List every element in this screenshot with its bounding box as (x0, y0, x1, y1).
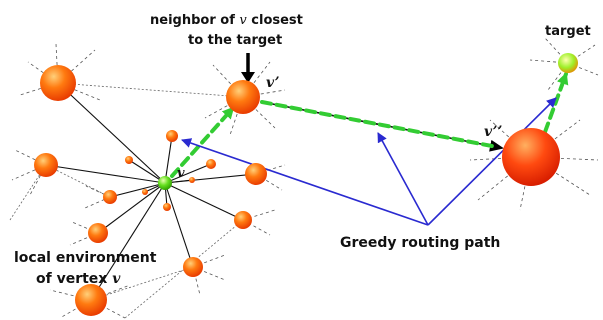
node-small-b (88, 223, 108, 243)
greedy-arrows (181, 97, 557, 226)
greedy-routing-label: Greedy routing path (340, 235, 500, 251)
node-small-a (103, 190, 117, 204)
local-env-line1: local environment (14, 250, 157, 266)
node-target (558, 53, 578, 73)
node-small-e (245, 163, 267, 185)
node-top-left (40, 65, 76, 101)
neighbor-label-line2: to the target (188, 33, 282, 48)
node-v-prime (226, 80, 260, 114)
nodes (34, 53, 578, 316)
node-small-c (183, 257, 203, 277)
node-small-i (163, 203, 171, 211)
node-v-double-prime (502, 128, 560, 186)
v-label: v (177, 166, 185, 181)
v-prime-label: v’ (266, 75, 280, 91)
node-small-g (125, 156, 133, 164)
node-small-k (189, 177, 195, 183)
neighbor-label-line1: neighbor of v closest (150, 13, 303, 28)
target-label: target (545, 24, 591, 39)
pointer-arrow (241, 53, 255, 83)
node-small-h (206, 159, 216, 169)
node-v (158, 176, 172, 190)
v-double-prime-label: v’’ (484, 124, 503, 140)
node-bottom-left (75, 284, 107, 316)
local-env-line2: of vertex v (36, 271, 121, 287)
local-edges (45, 82, 257, 301)
node-small-d (234, 211, 252, 229)
node-small-j (142, 189, 148, 195)
node-left (34, 153, 58, 177)
node-small-f (166, 130, 178, 142)
